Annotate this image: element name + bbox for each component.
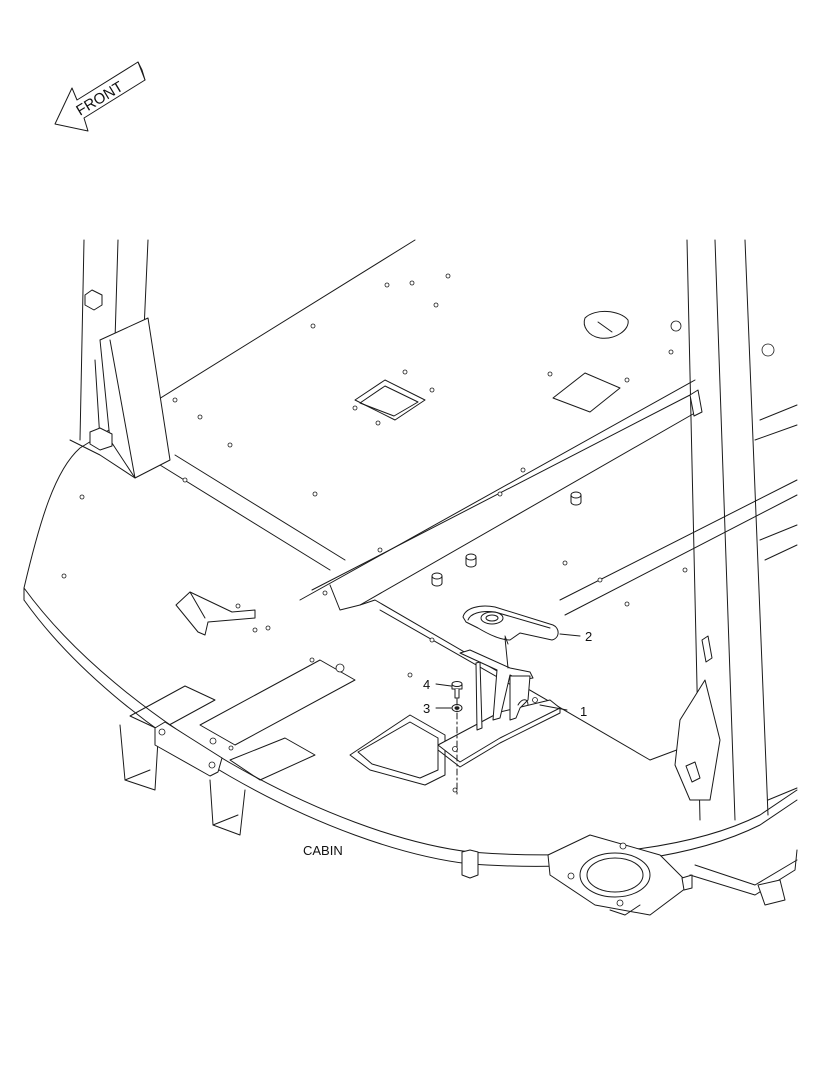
- callout-4: 4: [423, 677, 430, 692]
- part-4-bolt: [451, 681, 463, 699]
- right-front-pillar: [674, 239, 798, 821]
- callout-1: 1: [580, 704, 587, 719]
- part-1-holder-bracket: [437, 637, 561, 768]
- part-2-tray-pad: [462, 605, 559, 645]
- mounting-holes: [61, 273, 775, 793]
- floor-bracket: [175, 591, 256, 636]
- underfloor-structure: [119, 721, 798, 916]
- callout-3: 3: [423, 701, 430, 716]
- section-label: CABIN: [303, 843, 343, 858]
- leader-lines: [435, 633, 581, 711]
- callout-2: 2: [585, 629, 592, 644]
- floor-bosses: [431, 491, 582, 587]
- floor-cutouts: [129, 311, 629, 786]
- front-direction-arrow: FRONT: [54, 61, 146, 132]
- left-front-pillar: [69, 239, 171, 479]
